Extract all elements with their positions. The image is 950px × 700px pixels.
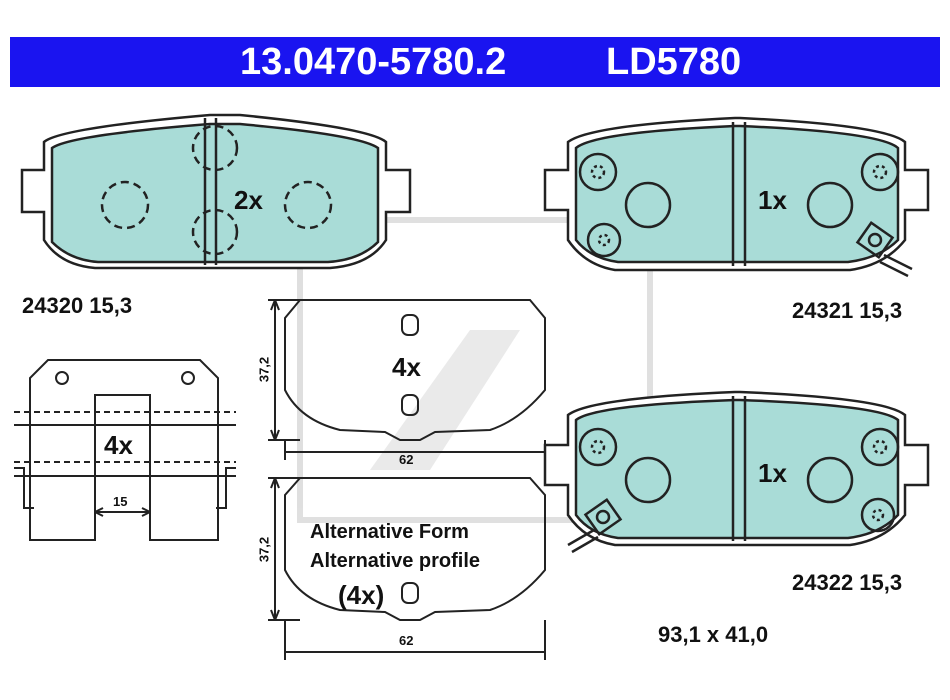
- pad-1-quantity: 2x: [234, 185, 263, 215]
- clip-quantity: 4x: [104, 430, 133, 460]
- shim-top-width-dimension: 62: [399, 452, 414, 467]
- alternative-profile-label: Alternative profile: [310, 550, 481, 572]
- watermark-logo: [297, 217, 653, 523]
- pad-3-code: 24322 15,3: [792, 570, 903, 595]
- shim-top: [268, 299, 546, 460]
- header-bar: 13.0470-5780.2 LD5780: [10, 37, 940, 87]
- ld-code: LD5780: [606, 41, 742, 83]
- shim-bottom-quantity: (4x): [338, 580, 385, 610]
- pad-2-code: 24321 15,3: [792, 298, 903, 323]
- brake-pad-24320: [20, 113, 412, 270]
- pad-2-quantity: 1x: [758, 185, 787, 215]
- pad-3-quantity: 1x: [758, 458, 787, 488]
- shim-bottom-height-dimension: 37,2: [256, 536, 272, 563]
- alternative-form-label: Alternative Form: [310, 521, 469, 543]
- shim-bottom-width-dimension: 62: [399, 633, 414, 648]
- part-number: 13.0470-5780.2: [240, 41, 507, 83]
- shim-top-height-dimension: 37,2: [256, 356, 272, 383]
- shim-bottom-alternative: [268, 477, 546, 660]
- retaining-clip: [14, 359, 236, 541]
- brake-pad-24321: [543, 116, 930, 278]
- pad-dimensions: 93,1 x 41,0: [658, 622, 769, 647]
- shim-top-quantity: 4x: [392, 352, 421, 382]
- pad-1-code: 24320 15,3: [22, 293, 133, 318]
- clip-width-dimension: 15: [113, 494, 128, 509]
- brake-pad-24322: [543, 390, 930, 554]
